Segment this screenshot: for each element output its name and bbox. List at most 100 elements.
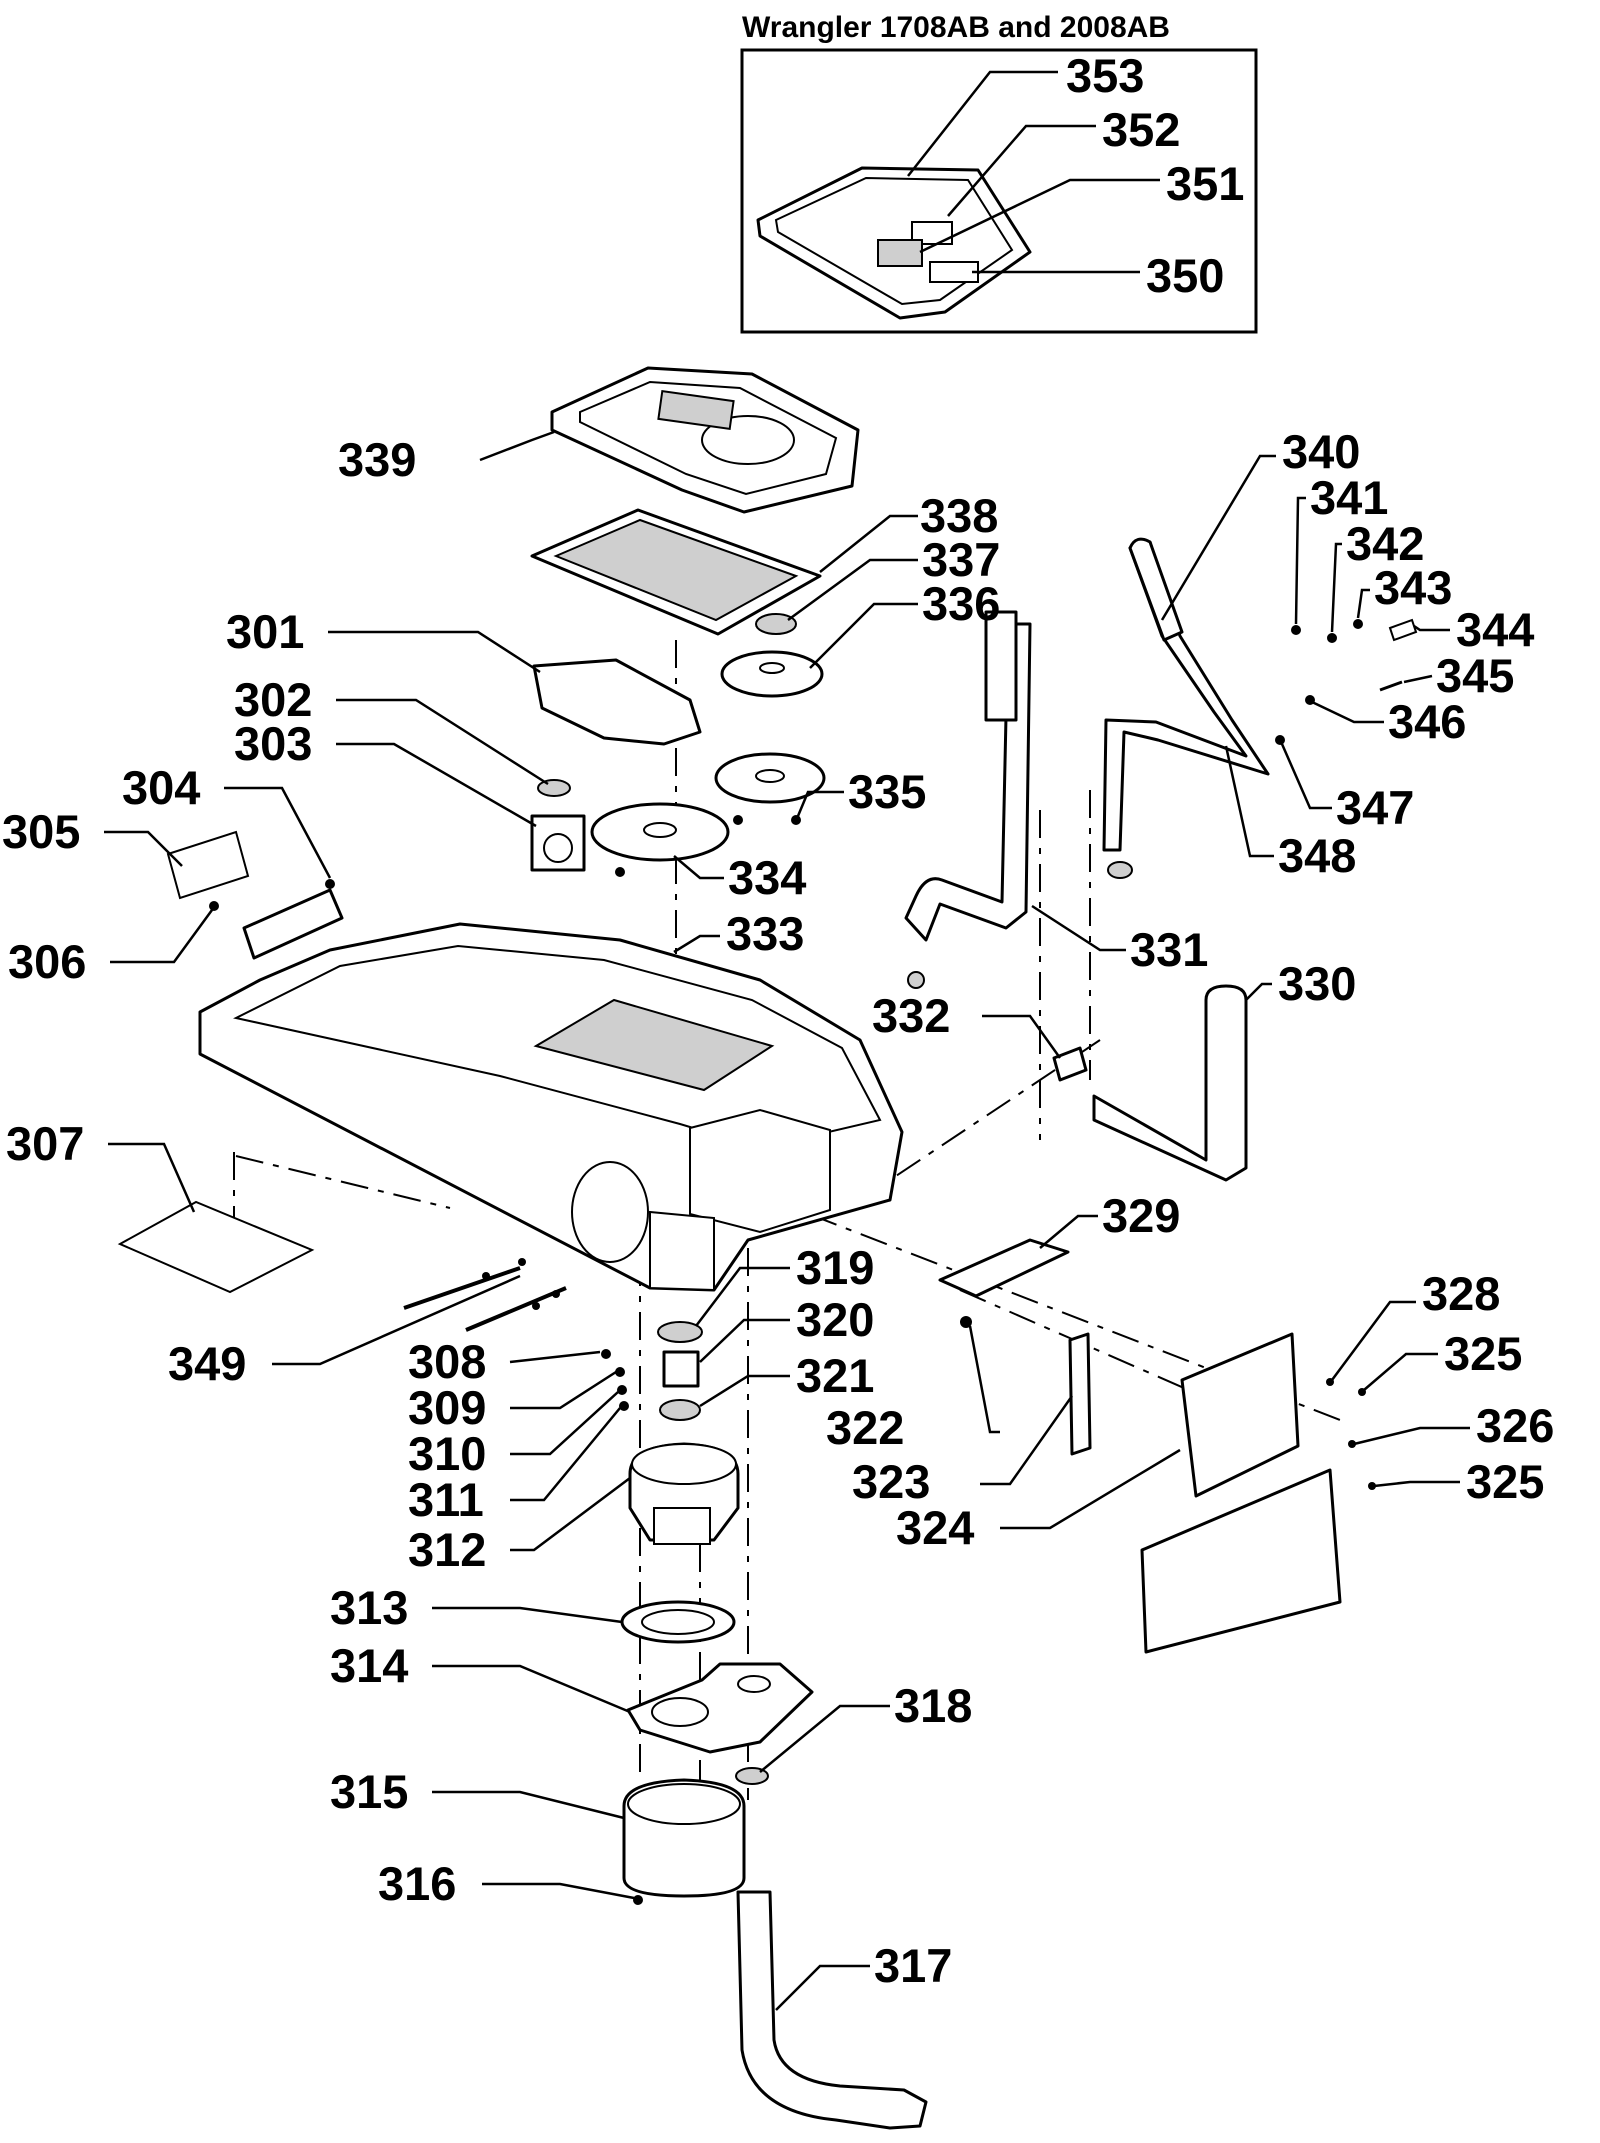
callout-338: 338 <box>920 489 998 542</box>
collar-315-top <box>627 1783 741 1825</box>
plate-324-lower <box>1140 1468 1342 1654</box>
leader-321 <box>699 1374 790 1408</box>
washer-302 <box>537 779 571 797</box>
callout-339: 339 <box>338 433 416 486</box>
callout-304: 304 <box>122 761 200 814</box>
clamp-332 <box>1052 1046 1088 1082</box>
bushing-303-bore <box>543 833 573 863</box>
strap-323 <box>1068 1332 1092 1456</box>
fastener-309 <box>615 1367 625 1377</box>
callout-316: 316 <box>378 1857 456 1910</box>
callout-336: 336 <box>922 577 1000 630</box>
leader-313 <box>432 1606 623 1624</box>
callout-318: 318 <box>894 1679 972 1732</box>
rod-349 <box>403 1266 521 1310</box>
leader-304 <box>224 786 332 879</box>
washer-319 <box>657 1321 703 1343</box>
callout-305: 305 <box>2 805 80 858</box>
floor-plate-group <box>117 1200 567 1332</box>
callout-347: 347 <box>1336 781 1414 834</box>
screw-316 <box>633 1895 643 1905</box>
callout-346: 346 <box>1388 695 1466 748</box>
spacer-320 <box>662 1350 700 1388</box>
callout-335: 335 <box>848 765 926 818</box>
callout-351: 351 <box>1166 157 1244 210</box>
leader-326 <box>1353 1426 1470 1446</box>
leader-351 <box>919 178 1160 254</box>
callout-310: 310 <box>408 1427 486 1480</box>
callout-309: 309 <box>408 1381 486 1434</box>
callout-325-a: 325 <box>1444 1327 1522 1380</box>
drive-lever-group <box>1102 537 1418 879</box>
fastener-326 <box>1348 1440 1356 1448</box>
callout-302: 302 <box>234 673 312 726</box>
leader-319 <box>695 1266 790 1327</box>
plate-335-hole <box>755 769 785 783</box>
callout-341: 341 <box>1310 471 1388 524</box>
ring-313-inner <box>641 1609 715 1635</box>
leader-340 <box>1160 454 1276 621</box>
cap-337 <box>755 613 797 635</box>
leader-325b <box>1373 1480 1460 1488</box>
screw-335a <box>733 815 743 825</box>
leader-329 <box>1039 1214 1098 1249</box>
leader-352 <box>947 124 1096 217</box>
body-333-port <box>571 1161 649 1263</box>
top-cover-group <box>530 366 860 636</box>
leader-314 <box>432 1664 631 1714</box>
leader-318 <box>759 1704 890 1773</box>
callout-344: 344 <box>1456 603 1534 656</box>
callout-317: 317 <box>874 1939 952 1992</box>
plate-304 <box>242 888 344 960</box>
leader-345 <box>1403 674 1433 684</box>
callout-349: 349 <box>168 1337 246 1390</box>
leader-317 <box>775 1964 870 2011</box>
callout-labels: 339 338 337 336 335 334 333 301 302 303 … <box>2 425 1554 1992</box>
callout-301: 301 <box>226 605 304 658</box>
decal-352 <box>911 221 953 245</box>
fastener-349d <box>552 1290 560 1298</box>
bracket-329 <box>938 1238 1070 1298</box>
callout-311: 311 <box>408 1473 484 1526</box>
plate-314-hole-b <box>737 1675 771 1693</box>
bolt-322 <box>960 1316 972 1328</box>
leader-302 <box>336 698 549 786</box>
lever-group <box>904 610 1248 1182</box>
leader-335 <box>796 790 844 817</box>
plate-314-hole-a <box>651 1697 709 1727</box>
decal-305 <box>166 830 250 900</box>
leader-312 <box>510 1477 631 1552</box>
bracket-301 <box>532 658 702 746</box>
callout-337: 337 <box>922 533 1000 586</box>
callout-314: 314 <box>330 1639 408 1692</box>
leader-305 <box>104 830 183 867</box>
washer-321 <box>659 1399 701 1421</box>
nut-331 <box>907 971 925 989</box>
callout-350: 350 <box>1146 249 1224 302</box>
leader-348 <box>1224 745 1274 858</box>
leader-315 <box>432 1790 625 1820</box>
leader-332 <box>982 1014 1062 1059</box>
bolt-344 <box>1388 618 1418 642</box>
leader-316 <box>482 1882 635 1900</box>
callout-340: 340 <box>1282 425 1360 478</box>
callout-333: 333 <box>726 907 804 960</box>
lower-housing-group <box>620 1600 814 1905</box>
fastener-310 <box>617 1385 627 1395</box>
gasket-338-inner <box>553 518 799 622</box>
leader-309 <box>510 1370 617 1410</box>
callout-330: 330 <box>1278 957 1356 1010</box>
fastener-349c <box>532 1302 540 1310</box>
rod-349b <box>465 1286 567 1332</box>
switch-group <box>601 1321 740 1545</box>
body-housing-333 <box>198 922 904 1292</box>
callout-331: 331 <box>1130 923 1208 976</box>
callout-348: 348 <box>1278 829 1356 882</box>
leader-333 <box>673 934 720 954</box>
leader-349 <box>272 1274 521 1366</box>
callout-308: 308 <box>408 1335 486 1388</box>
callout-353: 353 <box>1066 49 1144 102</box>
body-333-front <box>649 1210 715 1292</box>
callout-326: 326 <box>1476 1399 1554 1452</box>
fastener-343 <box>1353 619 1363 629</box>
